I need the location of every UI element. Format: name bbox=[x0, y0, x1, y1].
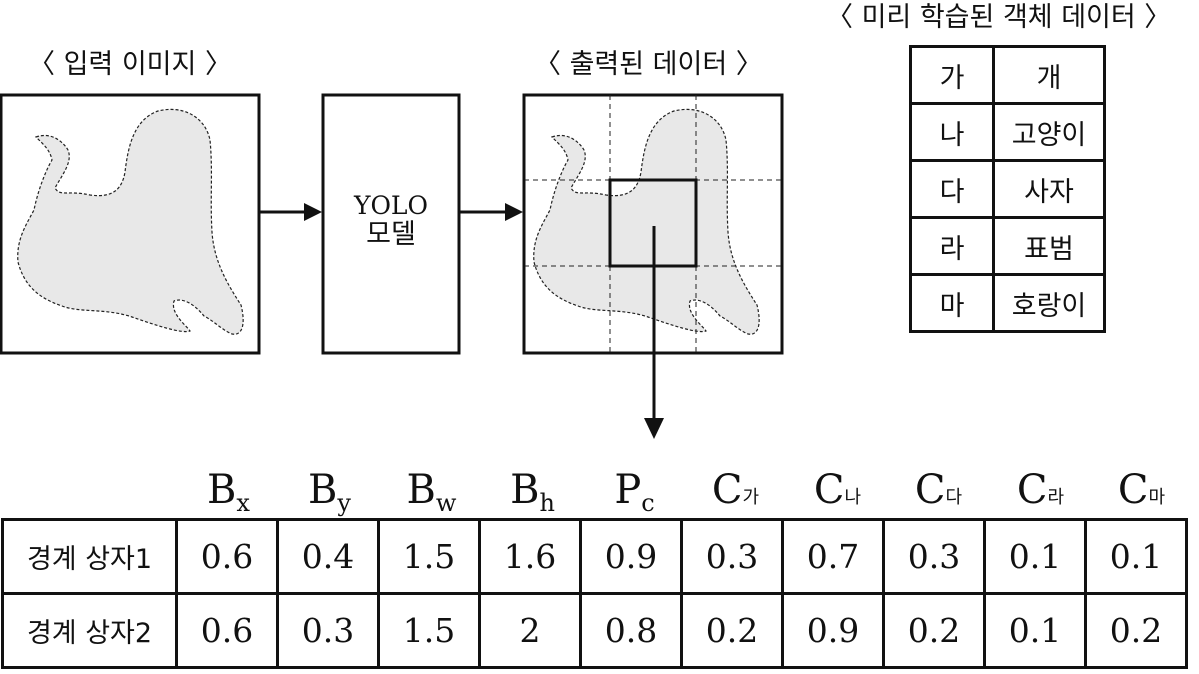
arrow-head-to-output bbox=[505, 203, 523, 221]
column-header: C마 bbox=[1117, 467, 1166, 513]
class-row: 마 호랑이 bbox=[909, 273, 1106, 333]
output-data-title: 〈 출력된 데이터 〉 bbox=[534, 49, 763, 80]
class-label: 사자 bbox=[992, 159, 1106, 219]
output-table: 경계 상자1 0.6 0.4 1.5 1.6 0.9 0.3 0.7 0.3 0… bbox=[1, 518, 1188, 669]
cell-value: 0.1 bbox=[983, 592, 1087, 669]
input-image-title: 〈 입력 이미지 〉 bbox=[28, 49, 232, 80]
cell-value: 1.5 bbox=[377, 592, 481, 669]
column-header: Bh bbox=[510, 467, 555, 517]
cell-value: 0.7 bbox=[781, 518, 885, 595]
trained-objects-title: 〈 미리 학습된 객체 데이터 〉 bbox=[826, 2, 1172, 33]
model-label-ko: 모델 bbox=[366, 218, 416, 250]
class-row: 다 사자 bbox=[909, 159, 1106, 219]
class-label: 표범 bbox=[992, 216, 1106, 276]
classes-table: 가 개 나 고양이 다 사자 라 표범 마 호랑이 bbox=[909, 45, 1106, 333]
cell-value: 0.3 bbox=[276, 592, 380, 669]
class-row: 가 개 bbox=[909, 45, 1106, 105]
column-header: C나 bbox=[813, 467, 862, 513]
column-header: By bbox=[308, 467, 351, 517]
class-key: 라 bbox=[909, 216, 995, 276]
cell-value: 0.8 bbox=[579, 592, 683, 669]
cell-value: 0.2 bbox=[1084, 592, 1188, 669]
cell-value: 0.2 bbox=[882, 592, 986, 669]
column-header: Bx bbox=[207, 467, 250, 517]
table-row: 경계 상자2 0.6 0.3 1.5 2 0.8 0.2 0.9 0.2 0.1… bbox=[1, 592, 1188, 669]
column-header: Bw bbox=[406, 467, 457, 517]
cell-value: 0.2 bbox=[680, 592, 784, 669]
column-header: C다 bbox=[914, 467, 963, 513]
model-label: YOLO 모델 bbox=[323, 192, 459, 249]
class-label: 고양이 bbox=[992, 102, 1106, 162]
arrow-head-to-table bbox=[644, 418, 664, 439]
cell-value: 0.3 bbox=[882, 518, 986, 595]
arrow-head-to-model bbox=[304, 203, 322, 221]
cell-value: 0.6 bbox=[175, 518, 279, 595]
class-row: 라 표범 bbox=[909, 216, 1106, 276]
animal-silhouette-output bbox=[533, 108, 760, 335]
cell-value: 0.9 bbox=[781, 592, 885, 669]
column-header: Pc bbox=[614, 467, 655, 517]
class-row: 나 고양이 bbox=[909, 102, 1106, 162]
cell-value: 0.1 bbox=[1084, 518, 1188, 595]
class-key: 나 bbox=[909, 102, 995, 162]
row-label: 경계 상자2 bbox=[1, 592, 178, 669]
column-header: C가 bbox=[711, 467, 760, 513]
model-label-yolo: YOLO bbox=[353, 191, 429, 220]
yolo-model-box bbox=[321, 93, 461, 355]
cell-value: 0.6 bbox=[175, 592, 279, 669]
output-column-headers: Bx By Bw Bh Pc C가 C나 C다 C라 C마 bbox=[178, 462, 1195, 518]
cell-value: 0.4 bbox=[276, 518, 380, 595]
table-row: 경계 상자1 0.6 0.4 1.5 1.6 0.9 0.3 0.7 0.3 0… bbox=[1, 518, 1188, 595]
cell-value: 1.6 bbox=[478, 518, 582, 595]
class-key: 가 bbox=[909, 45, 995, 105]
animal-silhouette-input bbox=[17, 108, 244, 335]
column-header: C라 bbox=[1016, 467, 1065, 513]
row-label: 경계 상자1 bbox=[1, 518, 178, 595]
cell-value: 0.1 bbox=[983, 518, 1087, 595]
cell-value: 0.9 bbox=[579, 518, 683, 595]
class-key: 다 bbox=[909, 159, 995, 219]
cell-value: 0.3 bbox=[680, 518, 784, 595]
class-label: 개 bbox=[992, 45, 1106, 105]
class-key: 마 bbox=[909, 273, 995, 333]
class-label: 호랑이 bbox=[992, 273, 1106, 333]
cell-value: 2 bbox=[478, 592, 582, 669]
cell-value: 1.5 bbox=[377, 518, 481, 595]
